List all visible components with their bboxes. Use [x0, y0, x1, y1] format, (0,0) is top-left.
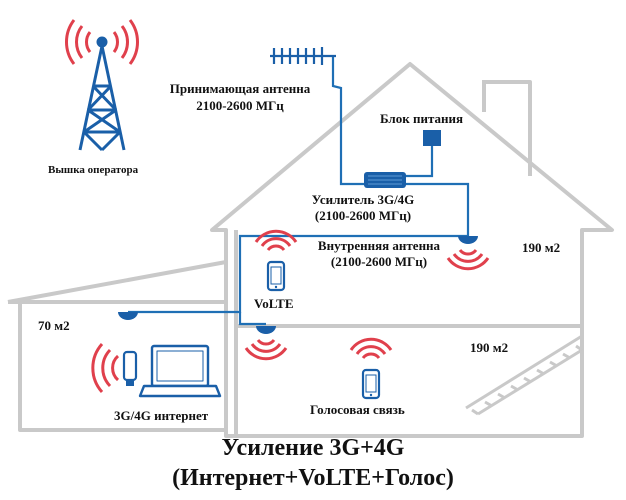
usb-modem-icon [91, 343, 138, 393]
amplifier-label-line2: (2100-2600 МГц) [314, 208, 412, 223]
stairs [465, 334, 583, 416]
area-lower-label: 190 м2 [470, 340, 509, 355]
receiving-antenna-label-line1: Принимающая антенна [169, 81, 311, 96]
area-annex-label: 70 м2 [38, 318, 70, 333]
coax-cable [128, 56, 470, 326]
ceiling-antenna-lower [244, 326, 288, 361]
caption-subtitle: (Интернет+VoLTE+Голос) [172, 465, 454, 491]
power-supply-icon [423, 130, 441, 146]
power-supply-label: Блок питания [380, 111, 463, 126]
amplifier-label: Усилитель 3G/4G (2100-2600 МГц) [290, 192, 436, 224]
volte-label: VoLTE [254, 296, 294, 311]
caption-title: Усиление 3G+4G [221, 435, 405, 461]
indoor-antenna-label-line2: (2100-2600 МГц) [330, 254, 428, 269]
indoor-antenna-label-line1: Внутренняя антенна [317, 238, 441, 253]
amplifier-icon [364, 172, 406, 188]
tower-signal-icon [64, 19, 140, 65]
smartphone-icon [349, 337, 393, 400]
tower-label: Вышка оператора [48, 164, 139, 176]
smartphone-icon [254, 229, 298, 292]
receiving-antenna-label-line2: 2100-2600 МГц [196, 98, 284, 113]
indoor-antenna-label: Внутренняя антенна (2100-2600 МГц) [294, 238, 464, 270]
area-upper-label: 190 м2 [522, 240, 561, 255]
internet-label: 3G/4G интернет [114, 408, 209, 423]
cell-tower-icon [78, 36, 126, 152]
voice-label: Голосовая связь [310, 402, 405, 417]
yagi-antenna-icon [270, 47, 336, 65]
house-outline [7, 62, 614, 438]
ceiling-antenna-upper [446, 236, 490, 271]
amplifier-label-line1: Усилитель 3G/4G [311, 192, 415, 207]
ceiling-antenna-annex [118, 312, 138, 320]
laptop-icon [138, 344, 222, 398]
receiving-antenna-label: Принимающая антенна 2100-2600 МГц [150, 80, 330, 114]
